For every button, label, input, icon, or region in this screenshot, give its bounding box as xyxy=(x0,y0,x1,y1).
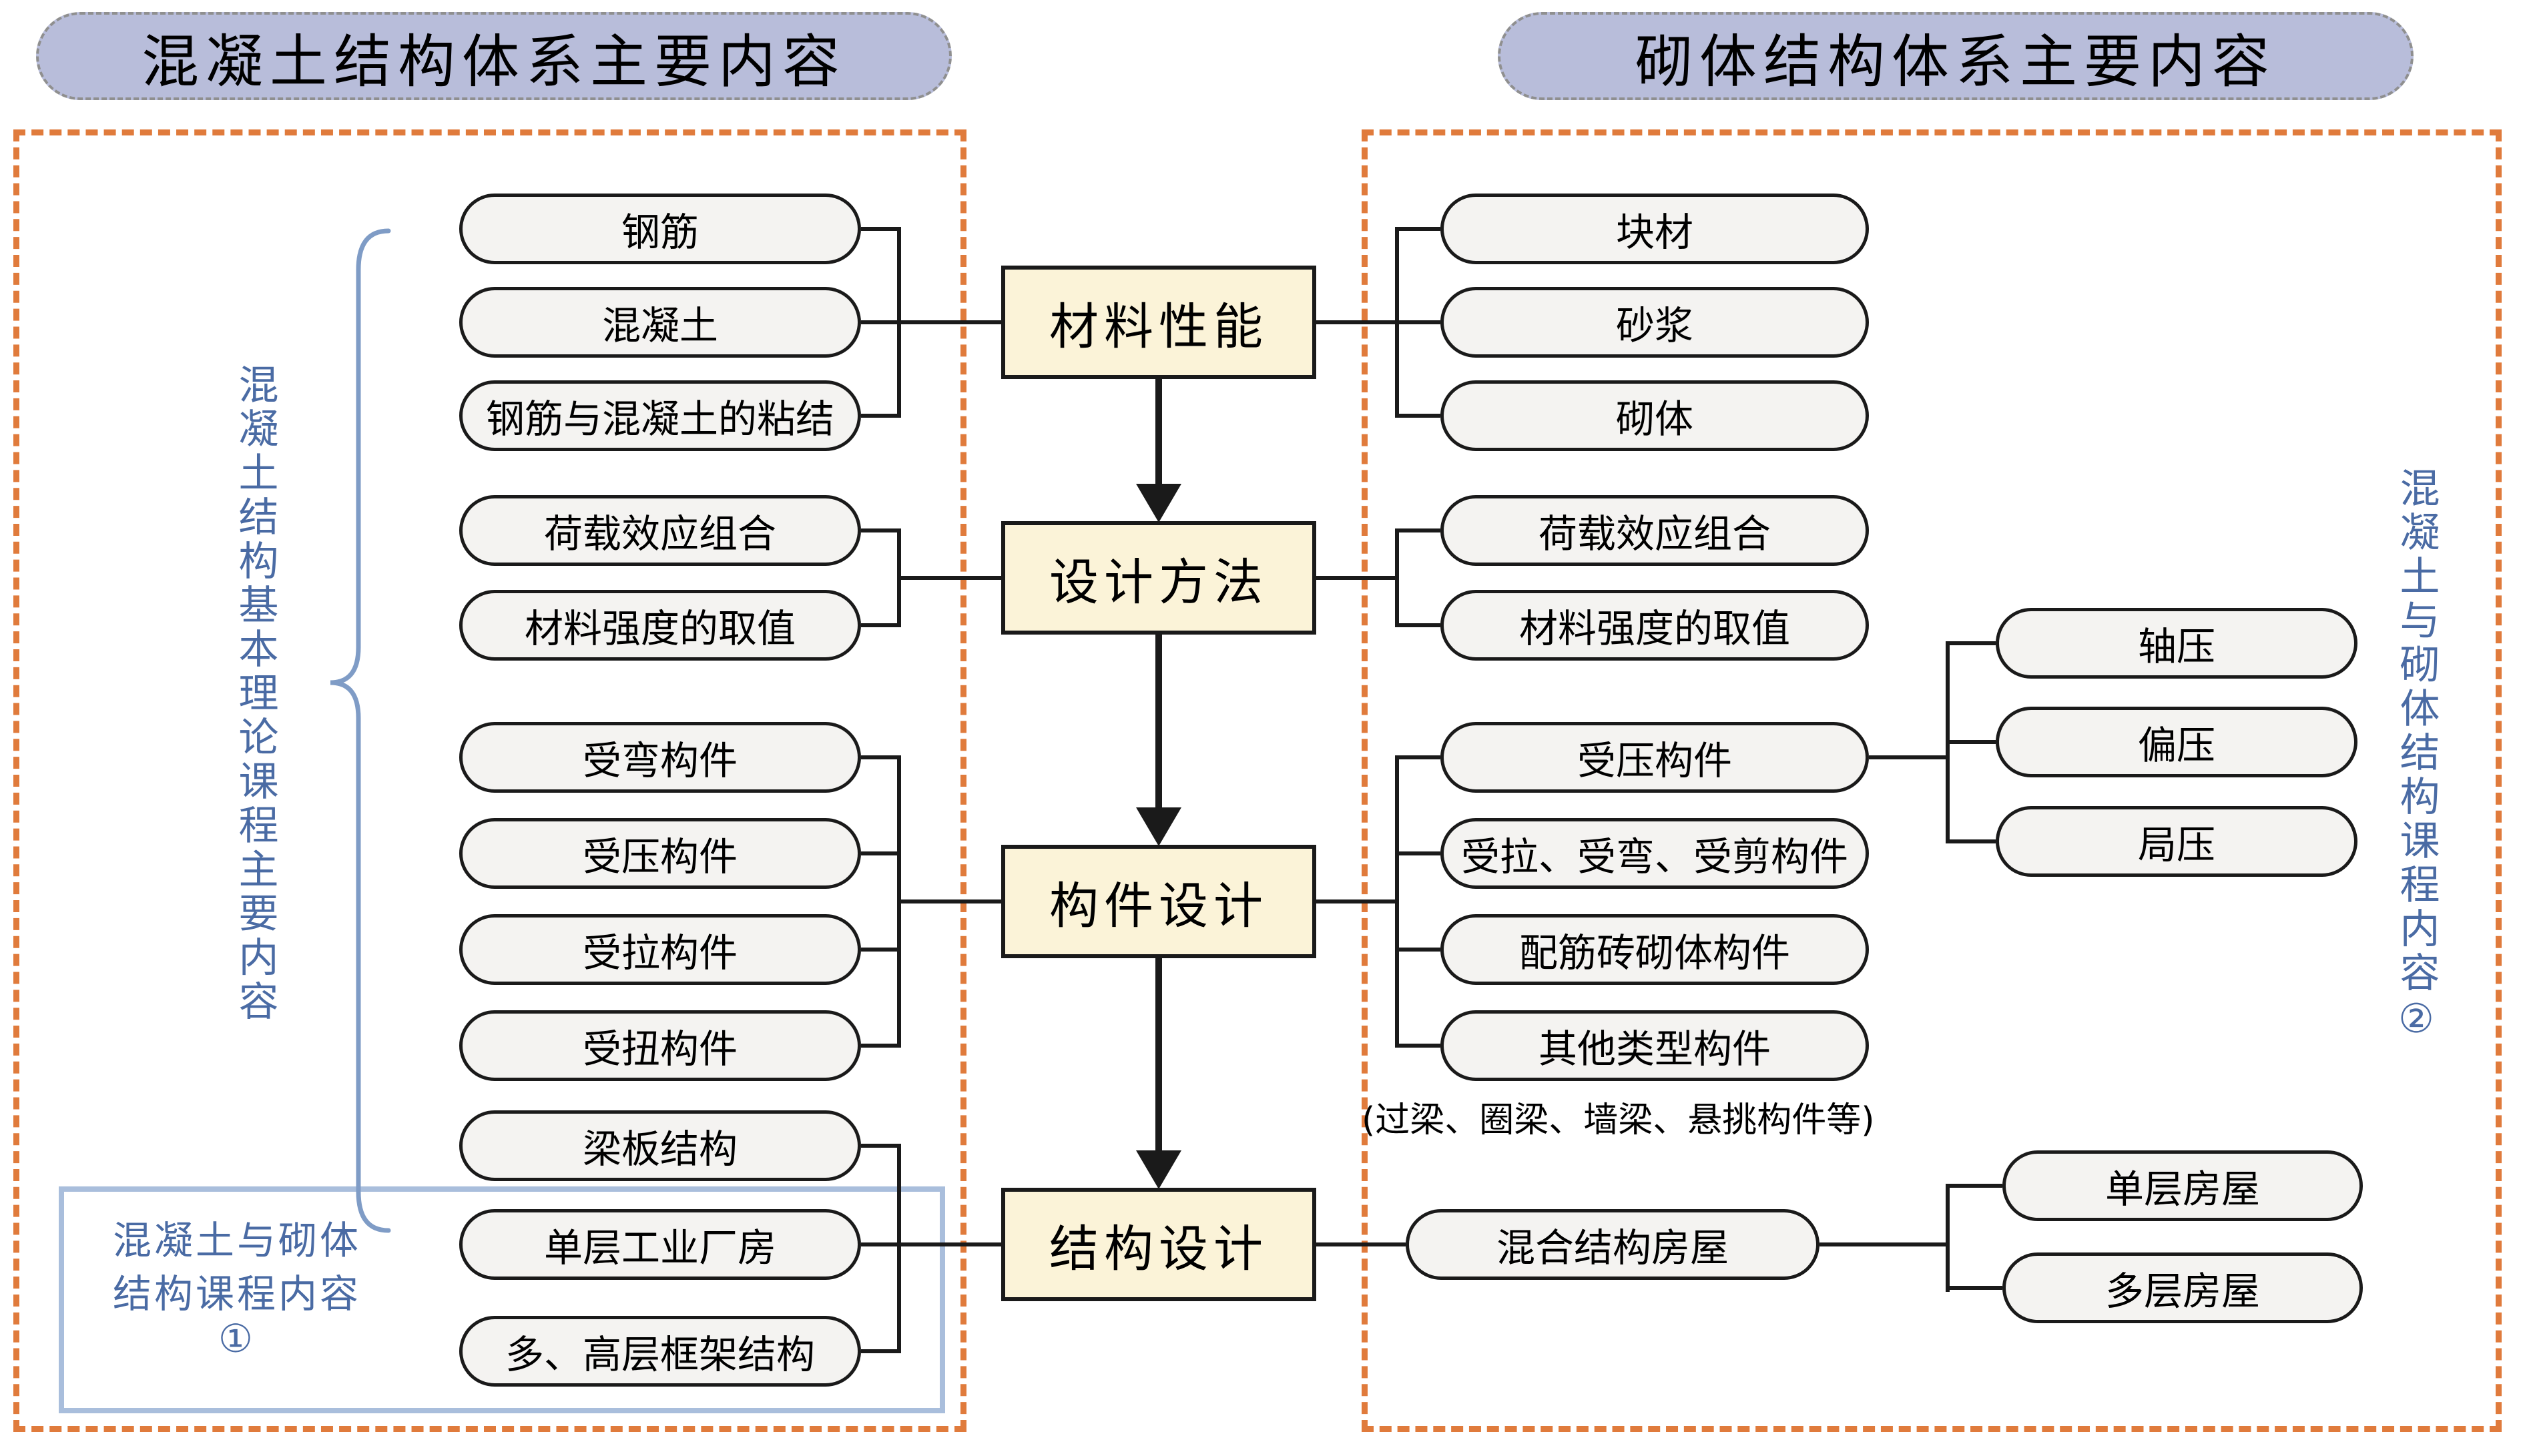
connector xyxy=(897,227,901,418)
node-torsion-members: 受扭构件 xyxy=(459,1010,861,1081)
connector xyxy=(861,1242,900,1246)
flow-arrow-line xyxy=(1155,379,1162,484)
node-design-method: 设计方法 xyxy=(1001,521,1316,635)
connector xyxy=(861,948,900,952)
connector xyxy=(861,623,900,627)
connector xyxy=(1395,320,1440,324)
node-single-story-factory: 单层工业厂房 xyxy=(459,1209,861,1280)
connector xyxy=(1316,899,1395,903)
down-arrow-icon xyxy=(1136,807,1181,846)
connector xyxy=(1946,1184,1950,1292)
node-block-material: 块材 xyxy=(1440,194,1869,264)
connector xyxy=(1819,1242,1950,1246)
connector xyxy=(1869,755,1950,759)
connector xyxy=(861,320,900,324)
connector xyxy=(1395,227,1440,231)
node-compression-members-right: 受压构件 xyxy=(1440,722,1869,793)
node-concrete: 混凝土 xyxy=(459,287,861,358)
node-tension-flexure-shear-members: 受拉、受弯、受剪构件 xyxy=(1440,818,1869,889)
node-structure-design: 结构设计 xyxy=(1001,1188,1316,1301)
node-other-member-types: 其他类型构件 xyxy=(1440,1010,1869,1081)
node-flexural-members: 受弯构件 xyxy=(459,722,861,793)
header-masonry-system: 砌体结构体系主要内容 xyxy=(1498,12,2414,100)
connector xyxy=(897,1144,901,1353)
connector xyxy=(1395,948,1440,952)
connector xyxy=(1395,623,1440,627)
down-arrow-icon xyxy=(1136,1150,1181,1189)
node-load-effect-combination: 荷载效应组合 xyxy=(459,495,861,566)
masonry-region-dashed-border xyxy=(1362,129,2502,1432)
down-arrow-icon xyxy=(1136,484,1181,522)
left-vertical-label: 混凝土结构基本理论课程主要内容 xyxy=(232,364,278,1024)
connector xyxy=(861,755,900,759)
node-reinforced-brick-masonry-members: 配筋砖砌体构件 xyxy=(1440,914,1869,985)
node-tension-members: 受拉构件 xyxy=(459,914,861,985)
other-members-caption: (过梁、圈梁、墙梁、悬挑构件等) xyxy=(1362,1100,1875,1140)
course1-label-line2: 结构课程内容 xyxy=(112,1271,361,1317)
connector xyxy=(1395,851,1440,855)
connector xyxy=(901,576,1001,580)
connector xyxy=(1946,1184,2002,1188)
connector xyxy=(1395,414,1440,418)
connector xyxy=(861,528,900,532)
node-beam-slab-structure: 梁板结构 xyxy=(459,1110,861,1181)
connector xyxy=(1946,740,1996,744)
node-member-design: 构件设计 xyxy=(1001,845,1316,958)
left-curly-brace xyxy=(330,228,391,1233)
connector xyxy=(861,1349,900,1353)
connector xyxy=(1316,576,1395,580)
node-steel-concrete-bond: 钢筋与混凝土的粘结 xyxy=(459,380,861,451)
node-mixed-structure-building: 混合结构房屋 xyxy=(1406,1209,1819,1280)
node-multi-highrise-frame: 多、高层框架结构 xyxy=(459,1316,861,1387)
connector xyxy=(1395,1044,1440,1048)
node-material-strength-values: 材料强度的取值 xyxy=(459,590,861,661)
node-load-effect-combination-right: 荷载效应组合 xyxy=(1440,495,1869,566)
node-local-compression: 局压 xyxy=(1996,806,2357,877)
connector xyxy=(901,899,1001,903)
connector xyxy=(1316,1242,1406,1246)
connector xyxy=(901,320,1001,324)
connector xyxy=(1946,1286,2002,1290)
node-single-story-building: 单层房屋 xyxy=(2002,1150,2363,1221)
connector xyxy=(1946,839,1996,843)
node-material-properties: 材料性能 xyxy=(1001,266,1316,379)
connector xyxy=(901,1242,1001,1246)
node-eccentric-compression: 偏压 xyxy=(1996,707,2357,777)
concrete-region-dashed-border xyxy=(13,129,966,1432)
node-compression-members: 受压构件 xyxy=(459,818,861,889)
connector xyxy=(1395,528,1440,532)
node-axial-compression: 轴压 xyxy=(1996,608,2357,679)
connector xyxy=(897,755,901,1048)
course1-label-line1: 混凝土与砌体 xyxy=(112,1218,361,1263)
header-concrete-system: 混凝土结构体系主要内容 xyxy=(36,12,952,100)
course1-circled-one: ① xyxy=(218,1316,256,1361)
connector xyxy=(861,851,900,855)
connector xyxy=(1395,528,1399,627)
node-material-strength-values-right: 材料强度的取值 xyxy=(1440,590,1869,661)
connector xyxy=(1946,641,1996,645)
node-masonry: 砌体 xyxy=(1440,380,1869,451)
course1-blue-box xyxy=(59,1186,945,1413)
connector xyxy=(1316,320,1395,324)
node-multi-story-building: 多层房屋 xyxy=(2002,1252,2363,1323)
connector xyxy=(861,1044,900,1048)
right-vertical-label: 混凝土与砌体结构课程内容② xyxy=(2393,467,2440,1046)
connector xyxy=(861,1144,900,1148)
flow-arrow-line xyxy=(1155,958,1162,1150)
connector xyxy=(1395,755,1440,759)
connector xyxy=(861,227,900,231)
node-steel-bar: 钢筋 xyxy=(459,194,861,264)
connector xyxy=(897,528,901,627)
connector xyxy=(861,414,900,418)
flow-arrow-line xyxy=(1155,635,1162,807)
node-mortar: 砂浆 xyxy=(1440,287,1869,358)
connector xyxy=(1395,755,1399,1048)
